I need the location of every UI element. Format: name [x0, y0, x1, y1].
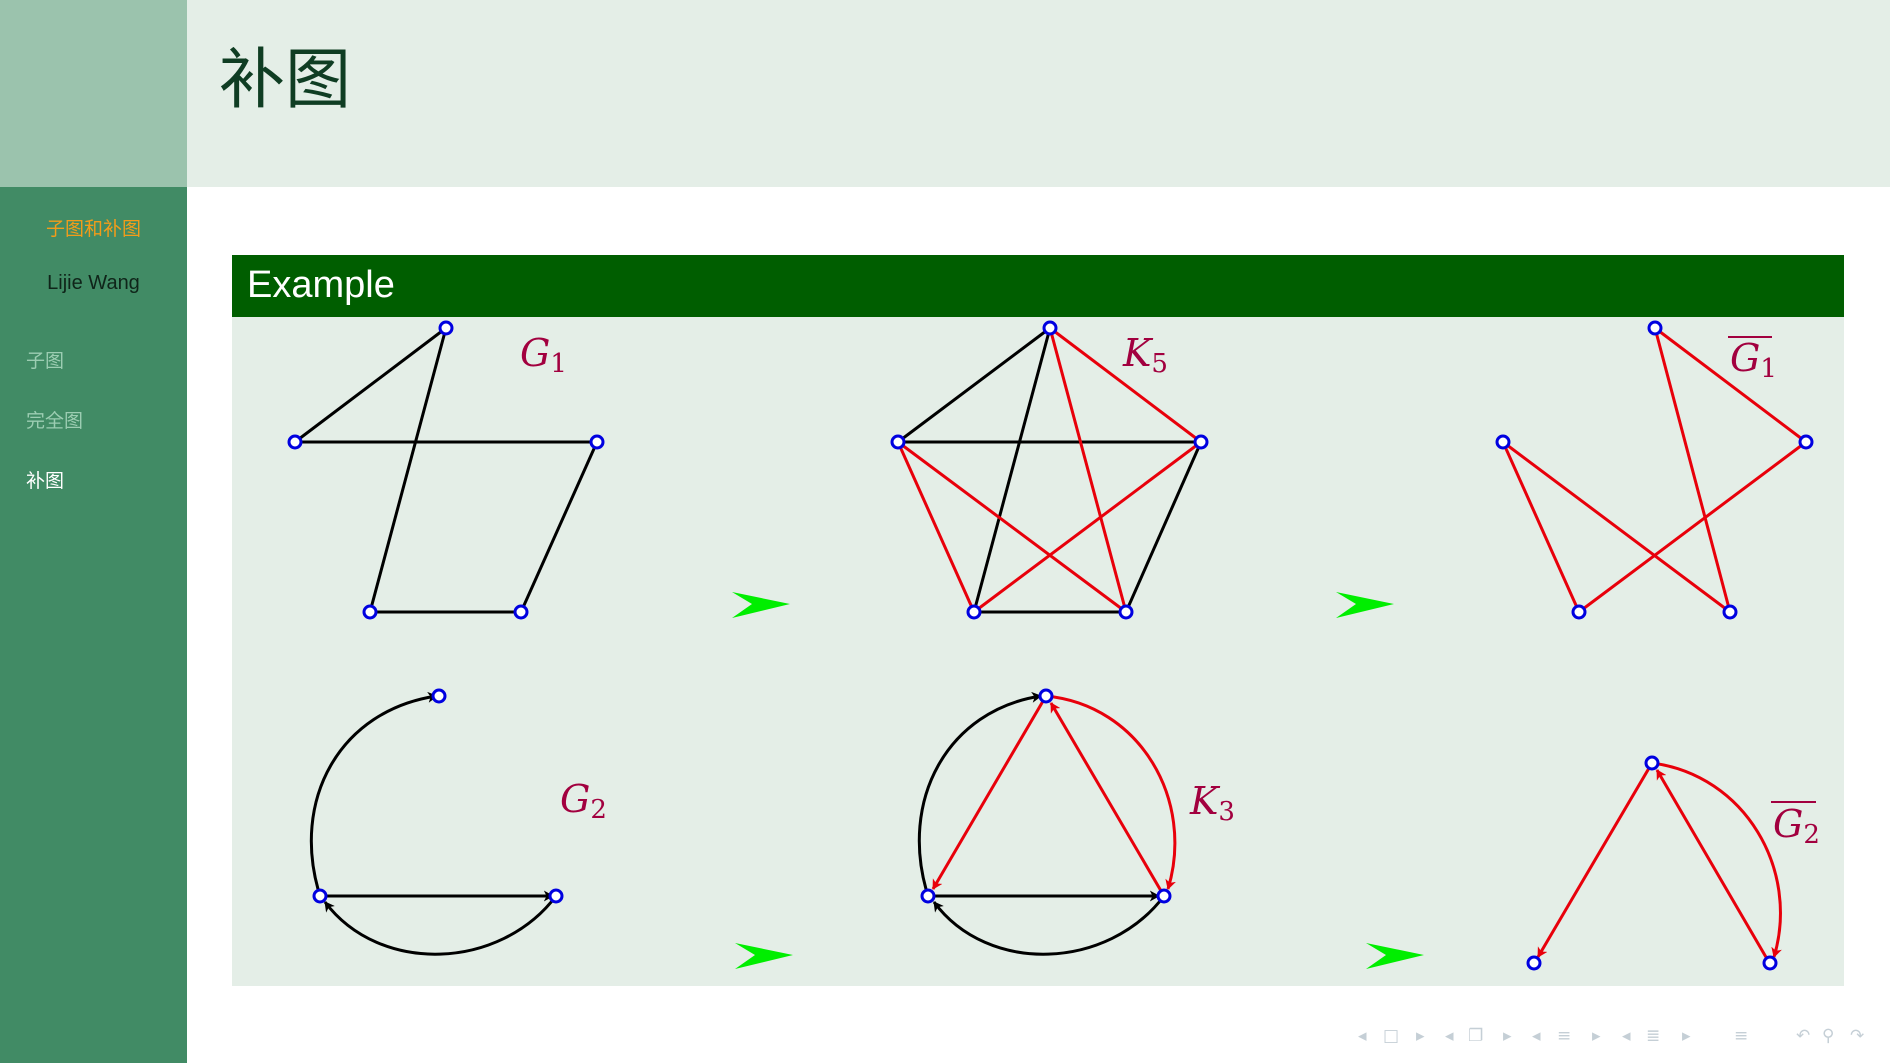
k5-edge — [897, 326, 1051, 444]
toc-icon[interactable]: ≡ — [1734, 1026, 1749, 1046]
transform-arrow — [732, 592, 790, 618]
k3-arc — [917, 691, 1042, 897]
k5-vertex — [1118, 604, 1134, 620]
label-k5: K5 — [1122, 331, 1168, 379]
g1c-vertex — [1722, 604, 1738, 620]
transform-arrow — [1366, 943, 1424, 969]
label-k3: K3 — [1189, 779, 1235, 827]
k3-arc — [1045, 694, 1177, 890]
k5-edge — [1048, 327, 1128, 613]
g2c-arc — [1651, 761, 1782, 958]
transform-arrow — [1336, 592, 1394, 618]
k5-edge — [896, 441, 976, 613]
k5-vertex — [890, 434, 906, 450]
g2-arc — [323, 895, 558, 956]
transform-arrow — [735, 943, 793, 969]
subsection-icon[interactable]: ❐ — [1468, 1026, 1484, 1046]
presentation-short-title[interactable]: 子图和补图 — [45, 218, 141, 240]
label-g2: G2 — [560, 777, 607, 825]
g1c-vertex — [1571, 604, 1587, 620]
k5-edge — [972, 327, 1052, 613]
g1-vertex — [589, 434, 605, 450]
nav-prev-subsection-icon[interactable]: ◂ — [1445, 1026, 1454, 1046]
k3-vertex — [1156, 888, 1172, 904]
frame-title: 补图 — [219, 41, 351, 118]
g1c-vertex — [1495, 434, 1511, 450]
nav-next-subsection-icon[interactable]: ▸ — [1503, 1026, 1512, 1046]
g1-edge — [294, 326, 447, 444]
g1c-edge — [1653, 327, 1732, 613]
nav-prev-document-icon[interactable]: ◂ — [1622, 1026, 1631, 1046]
sidebar-item-subgraph[interactable]: 子图 — [26, 350, 65, 372]
g1-vertex — [438, 320, 454, 336]
k5-edge — [897, 440, 1127, 614]
k5-vertex — [1193, 434, 1209, 450]
g2-vertex — [312, 888, 328, 904]
undo-icon[interactable]: ↶ — [1796, 1026, 1811, 1046]
g1c-edge — [1578, 440, 1807, 614]
g1c-vertex — [1647, 320, 1663, 336]
sidebar-item-complement[interactable]: 补图 — [26, 470, 65, 492]
frame-titlebar — [187, 0, 1890, 187]
sidebar-header — [0, 0, 187, 187]
sidebar — [0, 187, 187, 1063]
g1-edge — [368, 327, 448, 613]
label-g1-complement: G1 — [1730, 336, 1777, 384]
k3-arc — [932, 895, 1166, 956]
g1-vertex — [362, 604, 378, 620]
frame-icon[interactable]: □ — [1383, 1026, 1400, 1046]
nav-prev-frame-icon[interactable]: ◂ — [1358, 1026, 1367, 1046]
g2c-vertex — [1644, 755, 1660, 771]
k3-arc — [931, 695, 1048, 890]
nav-prev-section-icon[interactable]: ◂ — [1532, 1026, 1541, 1046]
section-icon[interactable]: ≡ — [1557, 1026, 1572, 1046]
g2c-arc — [1536, 762, 1654, 958]
g2c-vertex — [1762, 955, 1778, 971]
k5-vertex — [1042, 320, 1058, 336]
document-icon[interactable]: ≣ — [1646, 1026, 1661, 1046]
g1-vertex — [513, 604, 529, 620]
k3-graph — [917, 691, 1177, 956]
example-block-header: Example — [232, 255, 1844, 317]
g1c-edge — [1502, 440, 1731, 614]
nav-next-document-icon[interactable]: ▸ — [1682, 1026, 1691, 1046]
search-icon[interactable]: ⚲ — [1822, 1026, 1835, 1046]
g2-vertex — [431, 688, 447, 704]
k5-edge — [1049, 326, 1202, 444]
k5-edge — [973, 440, 1202, 614]
label-g1: G1 — [520, 331, 567, 379]
g1c-vertex — [1798, 434, 1814, 450]
k5-vertex — [966, 604, 982, 620]
example-block-title: Example — [247, 264, 395, 306]
nav-next-frame-icon[interactable]: ▸ — [1416, 1026, 1425, 1046]
label-g2-complement: G2 — [1773, 802, 1820, 850]
k5-graph — [896, 326, 1203, 614]
nav-next-section-icon[interactable]: ▸ — [1592, 1026, 1601, 1046]
k3-arc — [1049, 702, 1166, 897]
presentation-author[interactable]: Lijie Wang — [47, 272, 140, 294]
g1c-edge — [1654, 326, 1807, 444]
g2c-vertex — [1526, 955, 1542, 971]
sidebar-item-complete-graph[interactable]: 完全图 — [26, 410, 84, 432]
g2-graph — [309, 691, 558, 956]
g1-graph — [294, 326, 599, 614]
k3-vertex — [1038, 688, 1054, 704]
g2-complement-graph — [1536, 761, 1782, 965]
g1-vertex — [287, 434, 303, 450]
g1c-edge — [1501, 441, 1581, 613]
redo-icon[interactable]: ↷ — [1850, 1026, 1865, 1046]
g2-arc — [309, 691, 438, 897]
k5-edge — [1124, 441, 1203, 613]
g2-vertex — [548, 888, 564, 904]
g1-edge — [519, 441, 599, 613]
g2c-arc — [1655, 769, 1772, 965]
g1-complement-graph — [1501, 326, 1807, 614]
k3-vertex — [920, 888, 936, 904]
